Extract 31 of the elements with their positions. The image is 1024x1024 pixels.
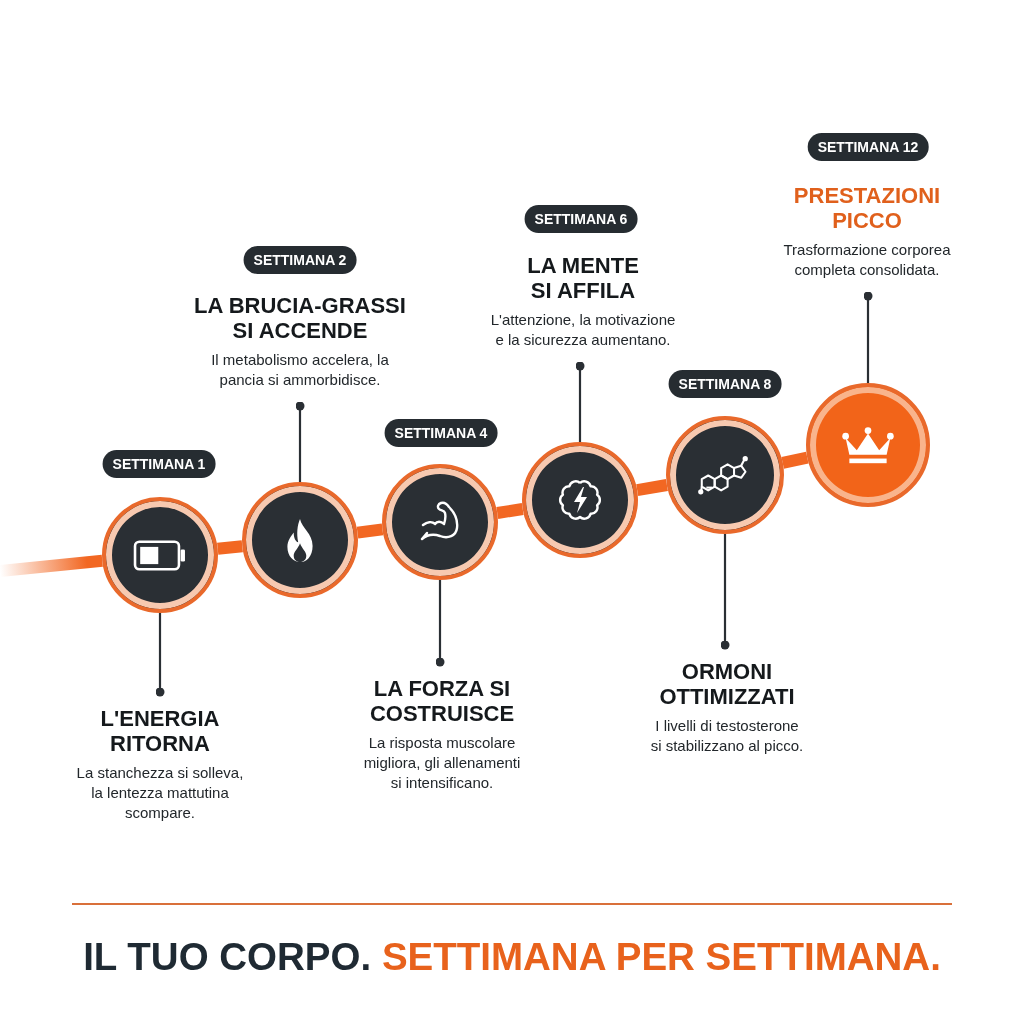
timeline-band (356, 523, 384, 539)
week-badge: SETTIMANA 12 (807, 133, 929, 161)
week-badge: SETTIMANA 1 (102, 450, 216, 478)
milestone-heading: LA BRUCIA-GRASSI SI ACCENDE (193, 293, 407, 343)
milestone-description: Il metabolismo accelera, la pancia si ammorbidisce. (210, 350, 390, 390)
milestone-heading: LA MENTE SI AFFILA (526, 253, 640, 303)
milestone-description: I livelli di testosterone si stabilizzano al picco. (649, 716, 805, 756)
milestone-description: La risposta muscolare migliora, gli allenamenti si intensificano. (362, 733, 522, 793)
week-badge: SETTIMANA 6 (524, 205, 638, 233)
timeline-band (217, 540, 243, 555)
milestone-heading: ORMONI OTTIMIZZATI (658, 659, 796, 709)
timeline-band (0, 554, 103, 577)
milestone-description: La stanchezza si solleva, la lentezza mattutina scompare. (75, 763, 245, 823)
timeline-band (496, 503, 524, 519)
week-badge: SETTIMANA 4 (384, 419, 498, 447)
page-title: IL TUO CORPO. SETTIMANA PER SETTIMANA. (82, 935, 942, 979)
milestone-heading: L'ENERGIA RITORNA (99, 706, 221, 756)
milestone-heading: PRESTAZIONI PICCO (792, 183, 942, 233)
timeline-band (781, 451, 809, 469)
week-badge: SETTIMANA 2 (243, 246, 357, 274)
leader-line (575, 361, 585, 442)
leader-line (435, 580, 445, 667)
milestone-description: L'attenzione, la motivazione e la sicurezza aumentano. (489, 310, 677, 350)
milestone-description: Trasformazione corporea completa consolidata. (782, 240, 952, 280)
week-badge: SETTIMANA 8 (668, 370, 782, 398)
leader-line (863, 291, 873, 383)
leader-line (295, 401, 305, 482)
milestone-heading: LA FORZA SI COSTRUISCE (368, 676, 516, 726)
leader-line (155, 613, 165, 697)
leader-line (720, 534, 730, 650)
timeline-band (636, 479, 668, 496)
